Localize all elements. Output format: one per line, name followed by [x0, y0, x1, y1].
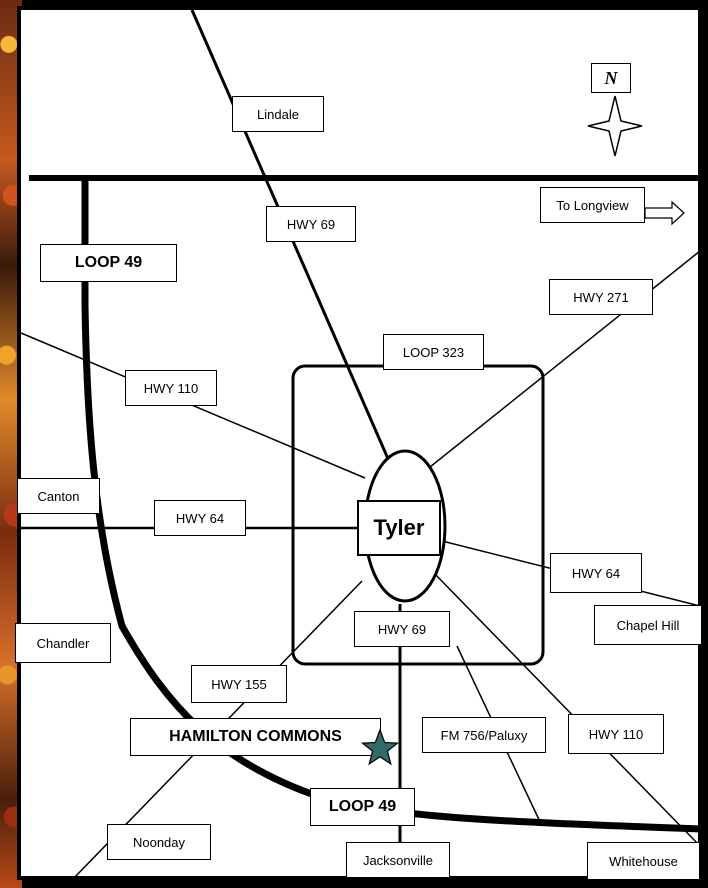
- map-panel: N Lindale To Longview Canton Chandler Ch…: [15, 6, 702, 880]
- road-hwy271: [424, 250, 701, 472]
- road-label-loop49-south: LOOP 49: [310, 788, 415, 826]
- place-label-noonday: Noonday: [107, 824, 211, 860]
- place-label-canton: Canton: [17, 478, 100, 514]
- place-label-jacksonville: Jacksonville: [346, 842, 450, 878]
- road-label-hwy271: HWY 271: [549, 279, 653, 315]
- destination-label-hamilton-commons: HAMILTON COMMONS: [130, 718, 381, 756]
- road-label-loop49-north: LOOP 49: [40, 244, 177, 282]
- place-label-whitehouse: Whitehouse: [587, 842, 700, 880]
- road-label-hwy64-east: HWY 64: [550, 553, 642, 593]
- road-label-hwy110-west: HWY 110: [125, 370, 217, 406]
- place-label-to-longview: To Longview: [540, 187, 645, 223]
- arrow-right-icon: [644, 200, 685, 226]
- road-label-loop323: LOOP 323: [383, 334, 484, 370]
- road-label-hwy110-east: HWY 110: [568, 714, 664, 754]
- map-frame: [17, 6, 702, 880]
- compass-north-label: N: [591, 63, 631, 93]
- road-label-hwy155: HWY 155: [191, 665, 287, 703]
- autumn-leaves-border: [0, 0, 22, 888]
- place-label-chandler: Chandler: [15, 623, 111, 663]
- road-hwy110-east: [431, 570, 701, 847]
- road-label-hwy69-south: HWY 69: [354, 611, 450, 647]
- road-label-hwy64-west: HWY 64: [154, 500, 246, 536]
- road-label-hwy69-north: HWY 69: [266, 206, 356, 242]
- city-label-tyler: Tyler: [357, 500, 441, 556]
- place-label-lindale: Lindale: [232, 96, 324, 132]
- road-label-fm756: FM 756/Paluxy: [422, 717, 546, 753]
- place-label-chapel-hill: Chapel Hill: [594, 605, 702, 645]
